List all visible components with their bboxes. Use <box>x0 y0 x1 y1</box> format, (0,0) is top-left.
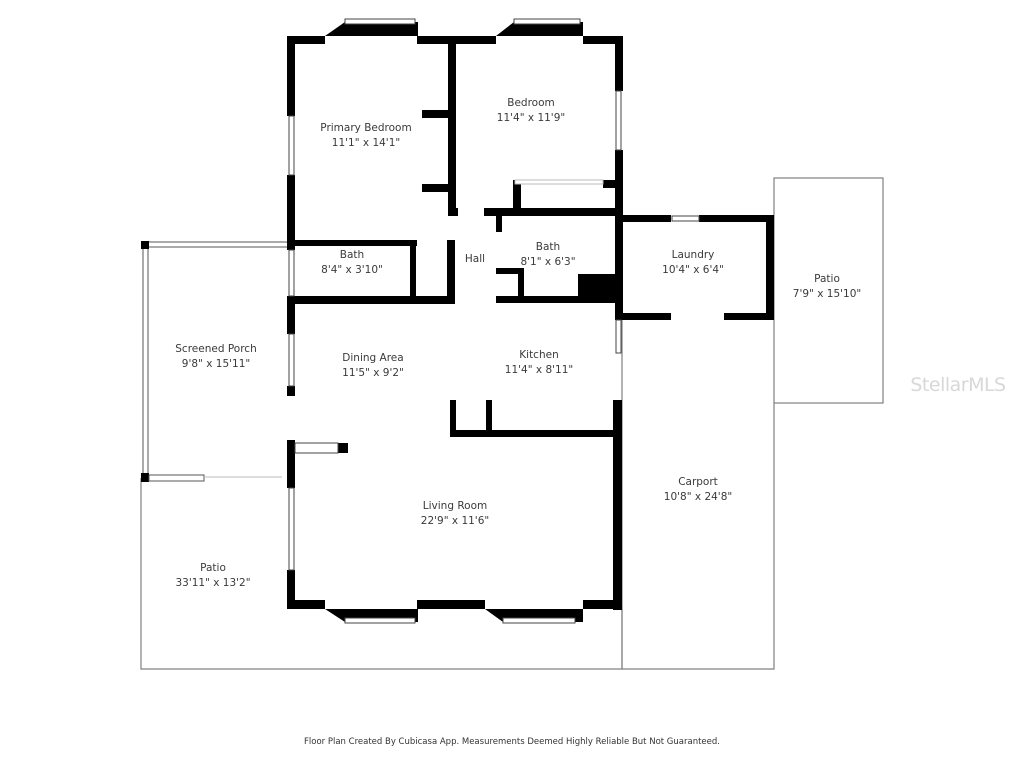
room-dimensions: 22'9" x 11'6" <box>420 515 490 527</box>
room-name: Kitchen <box>519 349 559 361</box>
room-name: Patio <box>814 273 840 285</box>
room-name: Primary Bedroom <box>320 122 412 134</box>
room-name: Dining Area <box>342 352 404 364</box>
room-label-patio-east: Patio 7'9" x 15'10" <box>793 272 861 302</box>
room-name: Bath <box>535 241 561 253</box>
room-dimensions: 8'4" x 3'10" <box>321 264 383 276</box>
room-name: Patio <box>200 562 226 574</box>
room-name: Bath <box>339 249 365 261</box>
room-name: Screened Porch <box>175 343 257 355</box>
room-label-screened-porch: Screened Porch 9'8" x 15'11" <box>175 342 256 372</box>
room-dimensions: 11'1" x 14'1" <box>331 137 401 149</box>
room-dimensions: 11'4" x 11'9" <box>496 112 566 124</box>
room-label-living-room: Living Room 22'9" x 11'6" <box>421 499 489 529</box>
room-name: Laundry <box>671 249 715 261</box>
room-label-dining-area: Dining Area 11'5" x 9'2" <box>342 351 404 381</box>
room-label-bedroom: Bedroom 11'4" x 11'9" <box>497 96 565 126</box>
room-label-laundry: Laundry 10'4" x 6'4" <box>662 248 724 278</box>
room-name: Living Room <box>422 500 488 512</box>
walls <box>287 36 774 610</box>
room-label-bath-2: Bath 8'1" x 6'3" <box>520 240 575 270</box>
room-name: Hall <box>464 253 486 265</box>
windows <box>288 18 700 624</box>
footer-disclaimer: Floor Plan Created By Cubicasa App. Meas… <box>304 737 720 747</box>
room-dimensions: 10'8" x 24'8" <box>663 491 733 503</box>
room-dimensions: 11'4" x 8'11" <box>504 364 574 376</box>
room-dimensions: 8'1" x 6'3" <box>520 256 576 268</box>
room-name: Bedroom <box>507 97 555 109</box>
stellarmls-watermark: StellarMLS <box>910 374 1006 396</box>
room-label-kitchen: Kitchen 11'4" x 8'11" <box>505 348 573 378</box>
room-label-patio-southwest: Patio 33'11" x 13'2" <box>175 561 250 591</box>
room-dimensions: 7'9" x 15'10" <box>792 288 862 300</box>
room-dimensions: 33'11" x 13'2" <box>175 577 251 589</box>
room-dimensions: 10'4" x 6'4" <box>662 264 724 276</box>
room-label-hall: Hall <box>465 252 485 267</box>
room-dimensions: 9'8" x 15'11" <box>181 358 251 370</box>
room-label-carport: Carport 10'8" x 24'8" <box>664 475 732 505</box>
room-name: Carport <box>678 476 718 488</box>
room-label-primary-bedroom: Primary Bedroom 11'1" x 14'1" <box>320 121 411 151</box>
room-label-bath-1: Bath 8'4" x 3'10" <box>321 248 383 278</box>
room-dimensions: 11'5" x 9'2" <box>342 367 404 379</box>
carport-outline <box>622 403 775 670</box>
